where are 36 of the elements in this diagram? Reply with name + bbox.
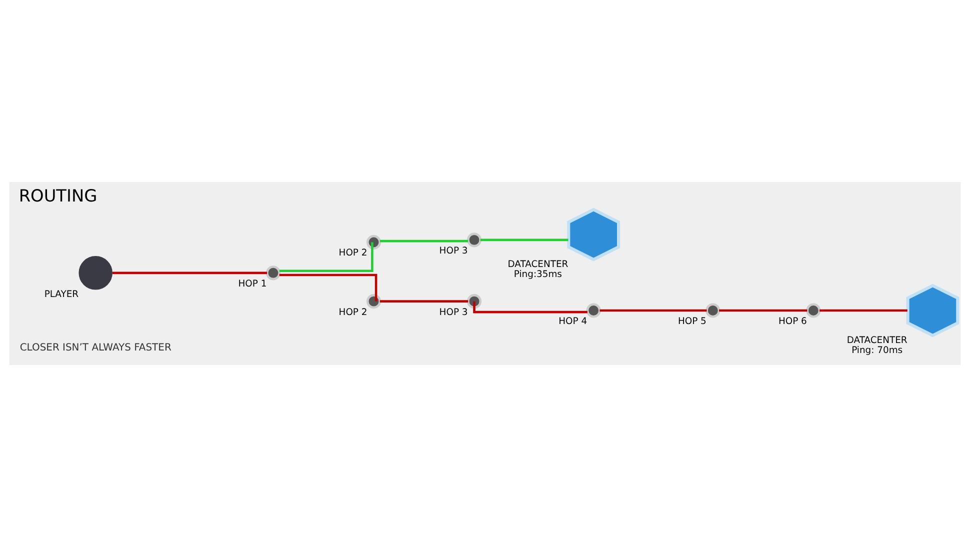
node-label: Ping: 70ms	[852, 344, 903, 356]
connector	[480, 238, 568, 241]
node-circle	[366, 294, 382, 308]
connector	[380, 239, 468, 242]
connector	[719, 308, 808, 312]
node-circle	[366, 234, 382, 250]
node-label: HOP 3	[439, 244, 468, 256]
node-circle	[466, 232, 482, 247]
node-label: HOP 5	[678, 316, 706, 327]
node-label: DATACENTER	[846, 334, 908, 346]
node-circle	[586, 302, 601, 318]
node-label: HOP 1	[238, 278, 267, 289]
diagram-title: ROUTING	[18, 185, 98, 206]
node-circle	[706, 302, 720, 318]
label: CLOSER ISN’T ALWAYS FASTER	[20, 342, 172, 354]
node-label: HOP 4	[558, 316, 588, 327]
node-label: HOP 3	[439, 306, 468, 318]
node-label: HOP 2	[338, 247, 368, 258]
node-label: Ping:35ms	[514, 268, 562, 280]
node-circle	[266, 265, 281, 280]
connector	[600, 308, 707, 312]
node-hexagon	[567, 207, 620, 261]
node-label: DATACENTER	[508, 258, 568, 270]
connector	[279, 273, 378, 301]
connector	[112, 271, 268, 274]
node-circle	[806, 302, 821, 318]
node-hexagon	[906, 283, 960, 337]
connector	[820, 308, 908, 312]
connector	[380, 300, 468, 302]
node-circle	[466, 294, 482, 308]
node-label: HOP 2	[338, 306, 368, 318]
node-label: PLAYER	[44, 288, 79, 300]
connector	[279, 242, 374, 272]
node-label: HOP 6	[778, 316, 807, 327]
connector	[473, 300, 588, 313]
node-person	[78, 256, 112, 290]
